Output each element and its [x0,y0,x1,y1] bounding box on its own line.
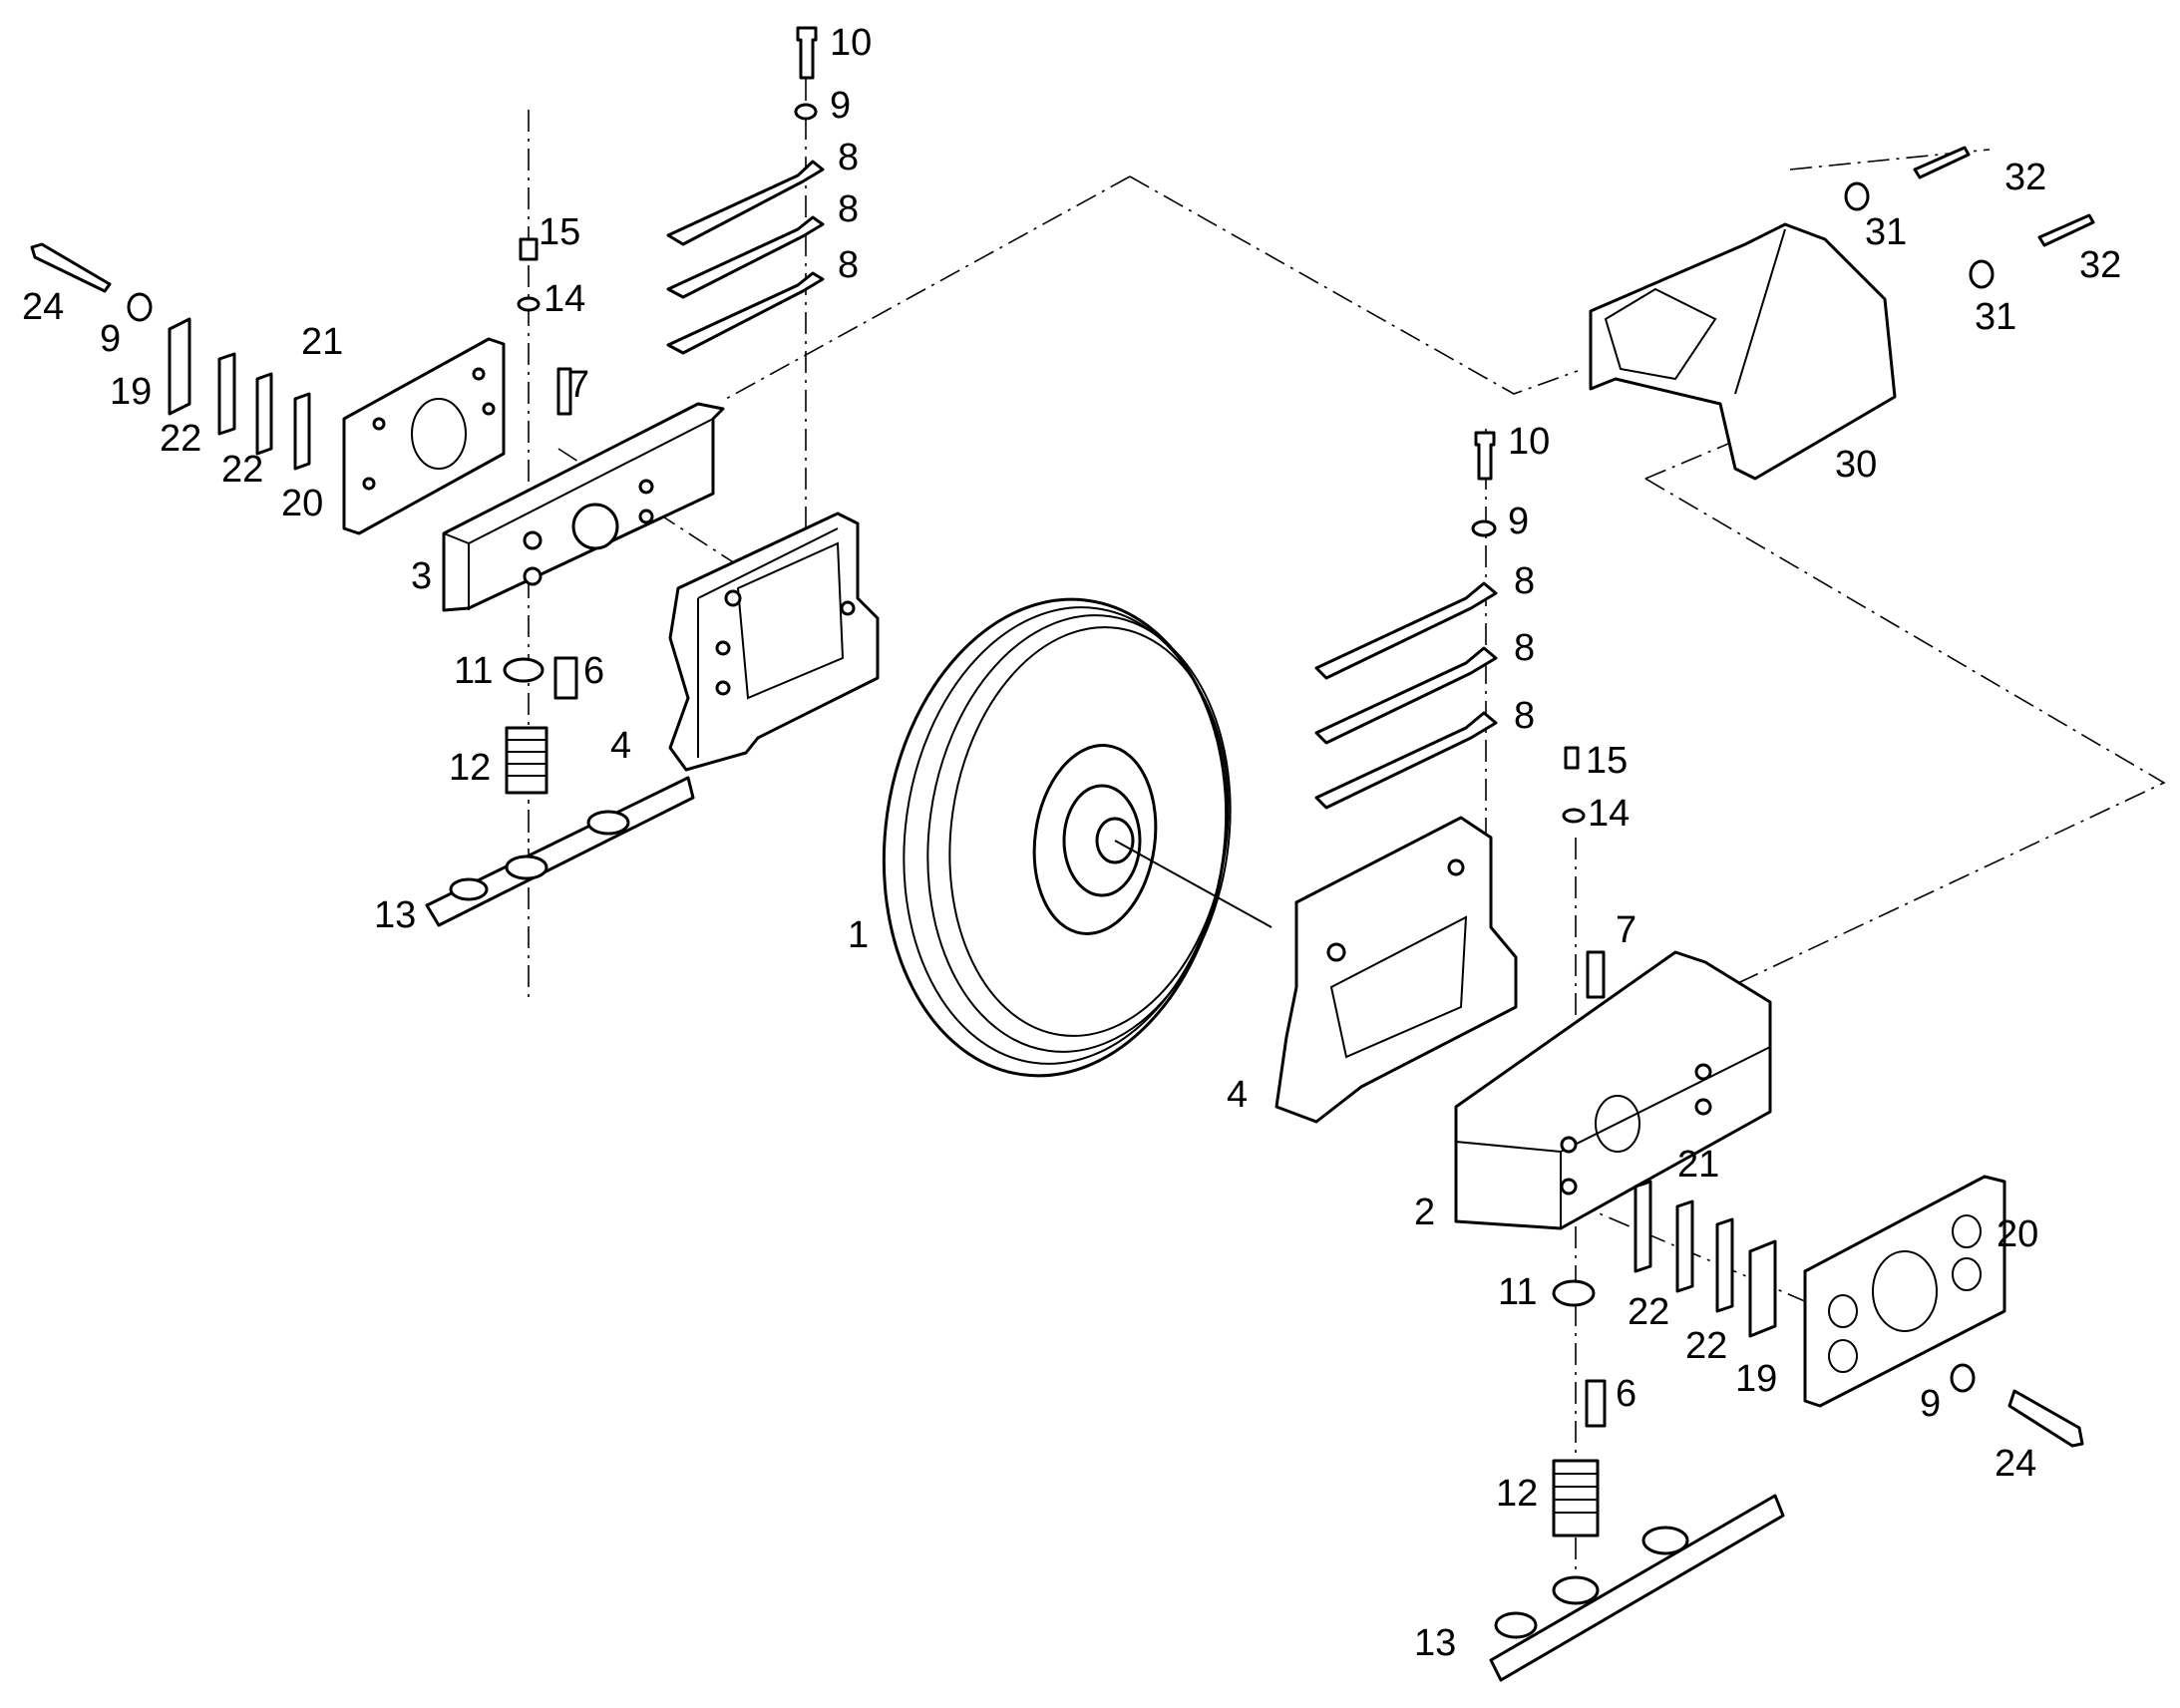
callout-2: 2 [1414,1192,1435,1233]
callout-32: 32 [2004,157,2046,198]
callout-6: 6 [1616,1373,1636,1415]
callout-15: 15 [539,211,580,253]
callout-8: 8 [1514,627,1535,669]
yoke-left-part-4 [668,512,880,772]
callout-4: 4 [610,725,631,767]
callout-22: 22 [221,449,263,491]
fasteners-right-top [1314,431,1586,824]
callout-9: 9 [830,85,851,127]
callout-21: 21 [1677,1144,1719,1186]
shims-left [168,317,311,471]
callout-13: 13 [374,894,416,936]
callout-8: 8 [1514,695,1535,737]
callout-9: 9 [1920,1383,1941,1425]
callout-9: 9 [100,318,121,360]
assembly-center-lines [528,40,2166,1605]
callout-11: 11 [1498,1271,1537,1313]
callout-21: 21 [301,321,343,363]
cover-part-30 [1589,222,1897,481]
fastener-right-part-7 [1586,950,1606,999]
fasteners-right-bottom [1552,1279,1607,1537]
shims-right [1634,1180,1777,1338]
bolt-right-part-24 [1950,1363,2084,1448]
callout-19: 19 [110,371,152,413]
wear-plate-left-part-13 [425,776,695,927]
callout-22: 22 [1628,1291,1669,1333]
bolts-cover [1844,146,2095,289]
callout-8: 8 [838,137,859,178]
callout-10: 10 [830,22,872,64]
callout-31: 31 [1975,296,2016,338]
plate-right-part-20 [1803,1175,2006,1408]
callout-31: 31 [1865,211,1907,253]
callout-14: 14 [544,278,585,320]
callout-3: 3 [411,555,432,597]
callout-8: 8 [1514,560,1535,602]
callout-8: 8 [838,188,859,230]
callout-9: 9 [1508,501,1529,542]
callout-7: 7 [568,364,589,406]
fasteners-left [503,237,578,795]
callout-1: 1 [848,914,869,956]
callout-labels: 10 9 8 8 8 15 14 24 9 21 19 22 22 20 7 3… [22,22,2121,1664]
callout-15: 15 [1586,740,1628,782]
idler-wheel-part-1 [882,597,1272,1078]
callout-22: 22 [1685,1325,1727,1367]
yoke-right-part-4 [1274,816,1518,1124]
callout-19: 19 [1735,1358,1777,1400]
callout-24: 24 [1995,1443,2036,1485]
callout-13: 13 [1414,1622,1456,1664]
callout-6: 6 [583,650,604,692]
callout-20: 20 [1997,1213,2038,1255]
wear-plate-right-part-13 [1489,1494,1785,1682]
callout-32: 32 [2079,244,2121,286]
callout-11: 11 [454,650,493,692]
callout-10: 10 [1508,421,1550,463]
callout-24: 24 [22,286,64,328]
callout-12: 12 [1496,1473,1538,1515]
tension-block-right-part-2 [1454,950,1772,1230]
plate-left-part-20 [342,337,506,535]
callout-14: 14 [1588,793,1630,835]
callout-12: 12 [449,747,491,789]
callout-7: 7 [1616,909,1636,951]
callout-30: 30 [1835,444,1877,486]
callout-22: 22 [160,418,201,460]
callout-4: 4 [1227,1074,1248,1116]
callout-8: 8 [838,244,859,286]
callout-20: 20 [281,483,323,524]
bolt-left-part-24 [30,242,153,322]
fasteners-top-center [666,26,825,355]
tension-block-left-part-3 [442,402,725,612]
